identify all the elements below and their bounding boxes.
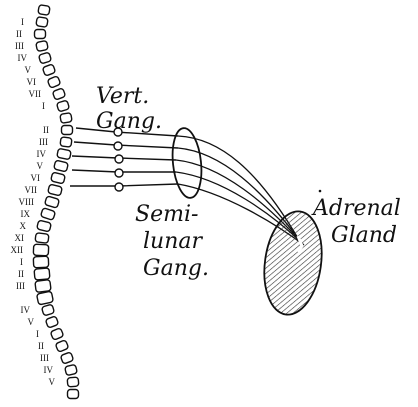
nerve-fiber xyxy=(72,170,176,172)
label-semi: Semi- xyxy=(135,202,198,227)
vertebra xyxy=(40,208,55,221)
ink-dot xyxy=(319,190,322,193)
vertebra-numeral: XI xyxy=(15,233,25,243)
vertebra xyxy=(60,352,73,364)
vertebra-numeral: III xyxy=(16,281,25,291)
vertebra-numeral: IV xyxy=(18,53,28,63)
vertebra-numeral: II xyxy=(43,125,49,135)
vertebra-numeral: IV xyxy=(37,149,47,159)
vertebra xyxy=(60,137,72,147)
vertebra-numeral: III xyxy=(15,41,24,51)
vertebra xyxy=(45,316,58,328)
vertebra-numeral: II xyxy=(38,341,44,351)
label-vert: Vert. xyxy=(96,84,149,109)
vertebra xyxy=(52,88,65,100)
vertebra xyxy=(37,291,54,305)
vertebra xyxy=(35,280,51,293)
vertebral-ganglion xyxy=(115,155,123,163)
vertebra xyxy=(54,160,69,172)
vertebra-numeral: I xyxy=(42,101,45,111)
vertebra xyxy=(60,113,72,124)
vertebral-ganglion xyxy=(114,142,122,150)
label-lunar: lunar xyxy=(143,229,203,254)
vertebra-numeral: VII xyxy=(29,89,42,99)
vertebra-numeral: VIII xyxy=(19,197,35,207)
vertebra xyxy=(35,233,49,244)
vertebra xyxy=(38,5,50,16)
vertebra xyxy=(37,220,52,232)
nerve-fiber xyxy=(70,184,178,186)
vertebra-numeral: III xyxy=(40,353,49,363)
vertebra-numeral: I xyxy=(36,329,39,339)
vertebra xyxy=(67,377,79,387)
adrenal-gland xyxy=(255,205,335,325)
vertebra-numeral: IX xyxy=(21,209,31,219)
vertebra xyxy=(55,340,69,353)
vertebra xyxy=(34,268,50,280)
vertebra-numeral: IV xyxy=(44,365,54,375)
vertebra-numeral: II xyxy=(18,269,24,279)
vertebra xyxy=(48,184,63,196)
vertebral-ganglion xyxy=(115,183,123,191)
vertebral-ganglion xyxy=(115,169,123,177)
label-gland: Gland xyxy=(331,223,397,248)
semilunar-ganglion xyxy=(169,127,204,200)
vertebra-numeral: VII xyxy=(25,185,38,195)
vertebra-numeral: X xyxy=(20,221,27,231)
vertebra-numeral: V xyxy=(49,377,56,387)
vertebra-numeral: I xyxy=(20,257,23,267)
vertebral-column xyxy=(33,5,79,399)
vertebra xyxy=(56,100,69,112)
vertebra xyxy=(33,256,48,268)
vertebral-ganglia xyxy=(114,128,123,191)
vertebra-numeral: III xyxy=(39,137,48,147)
nerve-fiber xyxy=(72,156,176,160)
vertebra-numeral: VI xyxy=(27,77,37,87)
label-gang: Gang. xyxy=(96,109,162,134)
vertebra-numeral: II xyxy=(16,29,22,39)
vertebra-numeral: I xyxy=(21,17,24,27)
vertebra xyxy=(35,30,46,39)
vertebra xyxy=(57,148,72,159)
vertebra xyxy=(41,304,54,316)
vertebra xyxy=(38,52,51,64)
vertebra xyxy=(65,364,78,375)
vertebra-numeral: V xyxy=(37,161,44,171)
label-semilunar-gang: Gang. xyxy=(143,256,209,281)
vertebra-numeral: IV xyxy=(21,305,31,315)
nerve-fiber xyxy=(74,142,178,148)
vertebra-numeral: V xyxy=(28,317,35,327)
vertebra-numeral: V xyxy=(25,65,32,75)
vertebra xyxy=(44,196,59,208)
vertebra xyxy=(51,172,66,184)
vertebra xyxy=(47,76,61,89)
vertebra-numeral: VI xyxy=(31,173,41,183)
vertebra xyxy=(36,17,48,28)
vertebra-numeral: XII xyxy=(11,245,24,255)
vertebra xyxy=(62,126,73,135)
vertebra xyxy=(33,244,48,256)
vertebra xyxy=(68,390,79,399)
vertebra xyxy=(50,328,64,341)
label-adrenal: Adrenal xyxy=(311,196,401,221)
vertebra xyxy=(36,40,49,51)
preganglionic-fibers xyxy=(70,128,178,186)
vertebra xyxy=(42,64,55,76)
